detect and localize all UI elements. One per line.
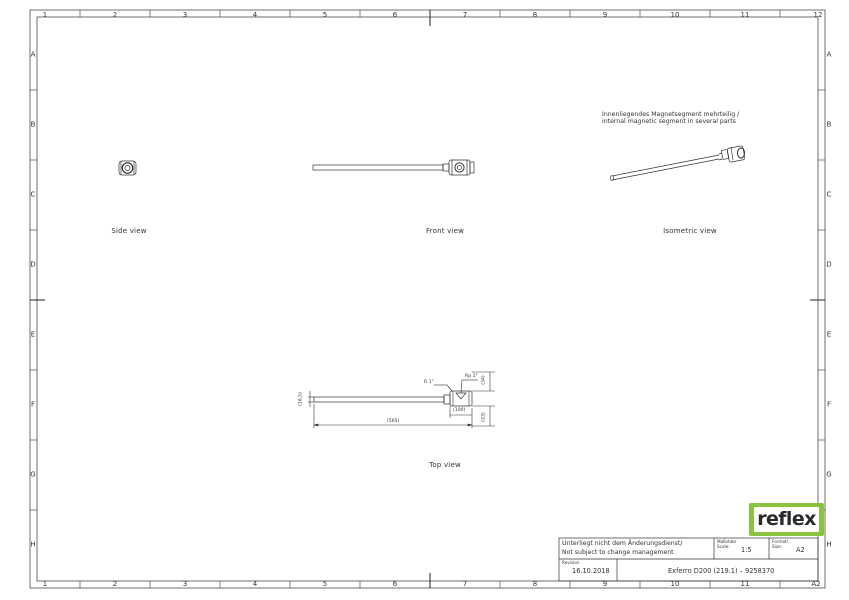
zone-row-label: D [30,260,36,269]
zone-row-label: C [30,190,36,199]
dim-thread-left: R 1" [424,380,434,385]
zone-row-label: H [826,540,832,549]
zone-column-label: 5 [322,11,328,19]
size-label-de: Format/ [772,539,789,544]
scale-label-de: Maßstab/ [717,539,737,544]
zone-column-label: 12 [813,11,823,19]
zone-column-label: 3 [182,11,188,19]
top-view-label: Top view [429,461,461,469]
zone-row-label: E [30,330,36,339]
zone-row-label: F [826,400,832,409]
zone-row-label: C [826,190,832,199]
zone-column-label: 8 [532,11,538,19]
zone-row-label: A [826,50,832,59]
side-view-label: Side view [111,227,147,235]
zone-column-label: 6 [392,580,398,588]
dim-total-length: (565) [387,419,400,424]
zone-column-label: 3 [182,580,188,588]
zone-column-label: 9 [602,11,608,19]
size-label-en: Size: [772,544,783,549]
product-designation: Exferro D200 (219.1) – 9258370 [668,567,775,575]
zone-column-label: 4 [252,11,258,19]
zone-column-label: 7 [462,580,468,588]
front-view-label: Front view [425,227,465,235]
zone-row-label: D [826,260,832,269]
zone-row-label: E [826,330,832,339]
zone-column-label: 10 [670,580,680,588]
zone-row-label: B [30,120,36,129]
zone-row-label: H [30,540,36,549]
zone-column-label: 5 [322,580,328,588]
isometric-view-label: Isometric view [663,227,717,235]
zone-row-label: B [826,120,832,129]
dim-body-length: (100) [453,408,466,413]
zone-column-label: 8 [532,580,538,588]
scale-label-en: Scale: [717,544,730,549]
zone-column-label: 11 [740,580,750,588]
change-management-en: Not subject to change management [562,549,674,556]
size-value: A2 [796,546,805,554]
zone-column-label: 6 [392,11,398,19]
zone-row-label: G [30,470,36,479]
zone-column-label: 9 [602,580,608,588]
zone-row-label: F [30,400,36,409]
change-management-de: Unterliegt nicht dem Änderungsdienst/ [562,540,683,547]
reflex-logo: reflex [749,503,824,536]
zone-column-label: 2 [112,11,118,19]
zone-column-label: 1 [42,580,48,588]
sheet-size-corner: A2 [811,580,821,588]
revision-date: 16.10.2018 [572,567,610,575]
revision-label: Revision [562,560,580,565]
magnet-segment-note-en: internal magnetic segment in several par… [602,118,736,125]
dim-thread-right: Rp 1" [465,374,478,379]
zone-column-label: 4 [252,580,258,588]
zone-column-label: 10 [670,11,680,19]
zone-column-label: 2 [112,580,118,588]
scale-value: 1:5 [741,546,752,554]
zone-column-label: 7 [462,11,468,19]
zone-column-label: 1 [42,11,48,19]
zone-row-label: A [30,50,36,59]
zone-row-label: G [826,470,832,479]
zone-column-label: 11 [740,11,750,19]
magnet-segment-note-de: Innenliegendes Magnetsegment mehrteilig … [602,111,740,118]
